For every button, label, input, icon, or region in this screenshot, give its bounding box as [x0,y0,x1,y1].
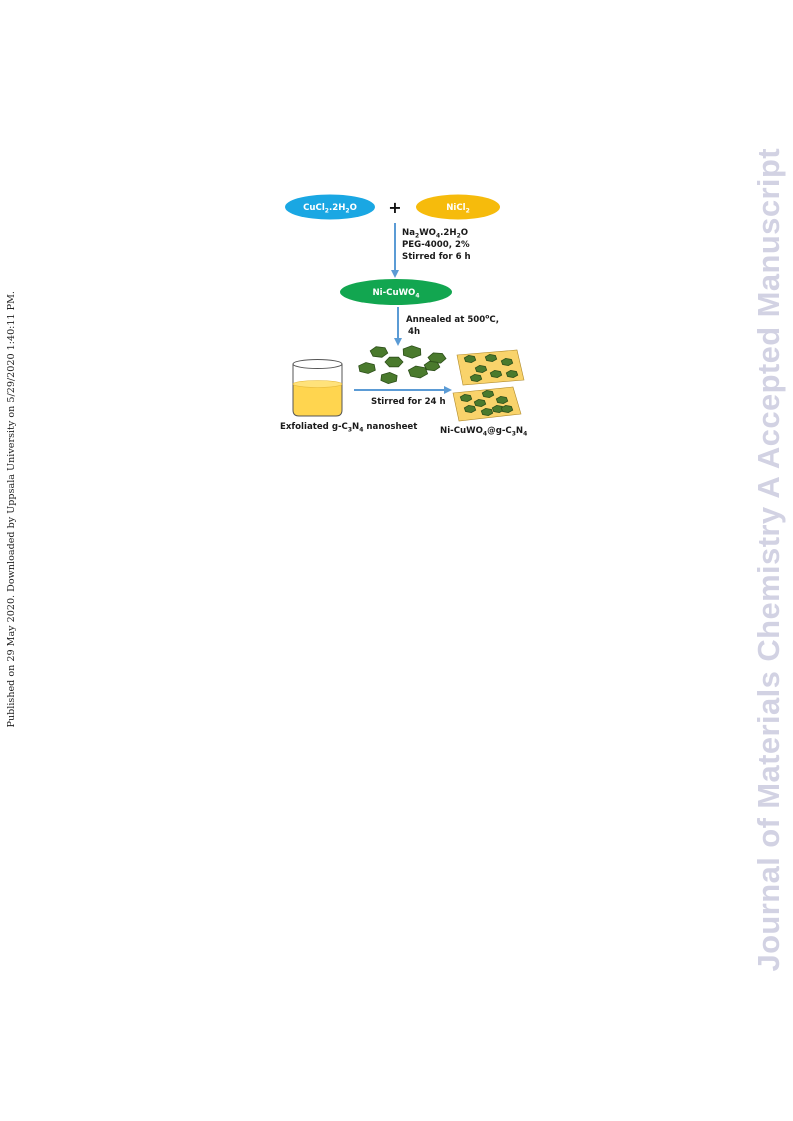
nanoparticle-icon [459,393,473,403]
nanoparticle-icon [369,346,389,358]
beaker-icon [292,359,343,417]
support-label: Exfoliated g-C3N4 nanosheet [280,422,417,434]
nanoparticle-icon [380,371,398,385]
nanoparticle-icon [474,364,488,374]
composite-sheet-bottom-icon [452,386,522,422]
nanoparticle-icon [358,362,376,374]
nanoparticle-icon [407,365,429,379]
nanoparticle-icon [463,354,477,364]
nanoparticle-icon [505,369,519,379]
product-ni-cuwo4-label: Ni-CuWO4 [372,288,419,300]
nanoparticle-icon [463,404,477,414]
reagent-cucl2-label: CuCl2.2H2O [303,203,357,215]
step1-stir-label: Stirred for 6 h [402,252,471,262]
nanoparticle-icon [427,352,447,364]
reagent-nicl2-pill [416,194,500,220]
composite-label: Ni-CuWO4@g-C3N4 [440,426,527,438]
nanoparticle-icon [473,398,487,408]
nanoparticle-cluster [358,345,447,385]
nanoparticle-icon [481,389,495,399]
product-ni-cuwo4-pill [340,279,452,305]
nanoparticle-icon [402,345,422,359]
step2-time-label: 4h [408,327,420,337]
reagent-nicl2-label: NiCl2 [446,203,470,215]
step1-peg-label: PEG-4000, 2% [402,240,470,250]
nanoparticle-icon [500,357,514,367]
step2-anneal-label: Annealed at 500oC, [406,314,499,326]
step3-stir-label: Stirred for 24 h [371,397,446,407]
nanoparticle-icon [384,356,404,368]
nanoparticle-icon [500,404,514,414]
plus-sign: + [388,198,401,217]
nanoparticle-icon [484,353,498,363]
nanoparticle-icon [423,360,441,372]
nanoparticle-icon [469,373,483,383]
nanoparticle-icon [489,369,503,379]
composite-sheet-top-icon [456,349,525,386]
nanoparticle-icon [480,407,494,417]
nanoparticle-icon [495,395,509,405]
reagent-cucl2-pill [285,194,375,220]
nanoparticle-icon [491,404,505,414]
step1-reagent-label: Na2WO4.2H2O [402,228,468,240]
